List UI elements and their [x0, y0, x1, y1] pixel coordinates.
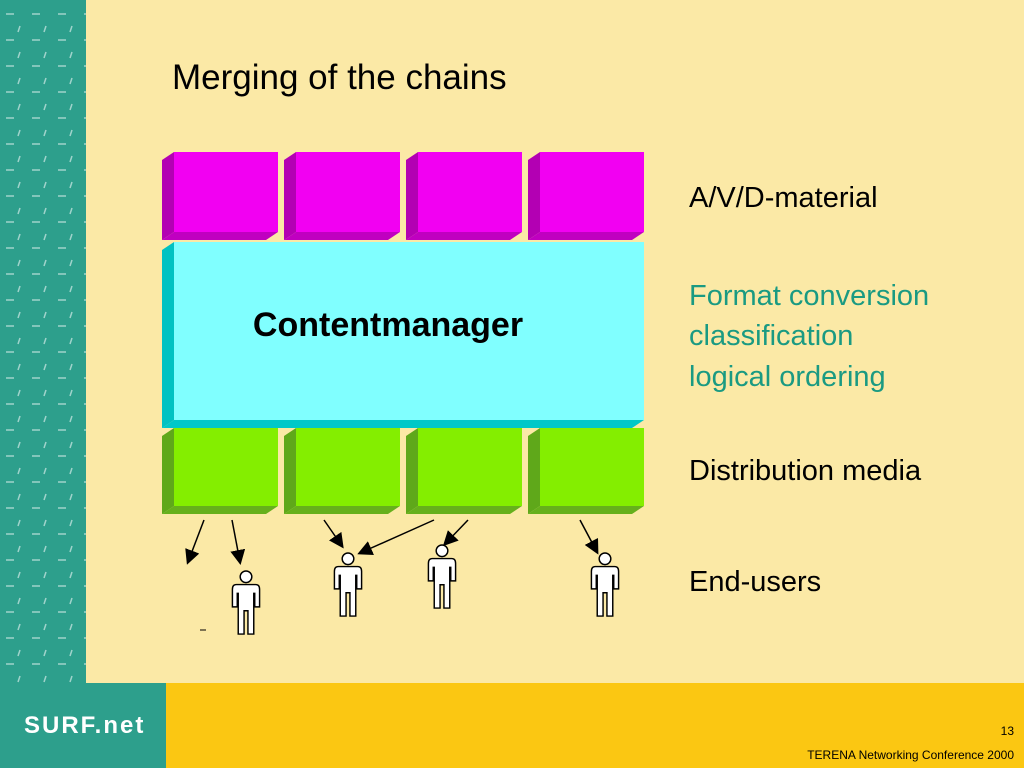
- person-icon: [231, 570, 261, 635]
- arrow-icon: [357, 519, 435, 555]
- magenta-block-2: [284, 152, 400, 240]
- arrow-icon: [323, 519, 344, 549]
- material-blocks: [162, 152, 644, 240]
- label-format-conversion: Format conversion: [689, 280, 930, 312]
- arrow-icon: [185, 519, 205, 565]
- contentmanager-label: Contentmanager: [252, 306, 524, 344]
- magenta-block-3: [406, 152, 522, 240]
- footer-band: [166, 683, 1024, 768]
- green-block-2: [284, 428, 400, 514]
- person-icon: [333, 552, 363, 617]
- surfnet-logo: SURF.net: [24, 712, 146, 739]
- contentmanager-box: [162, 242, 644, 428]
- distribution-blocks: [162, 428, 644, 514]
- conference-name: TERENA Networking Conference 2000: [807, 748, 1014, 762]
- arrow-icon: [442, 519, 469, 547]
- label-classification: classification: [689, 320, 854, 352]
- person-icon: [427, 544, 457, 609]
- green-block-1: [162, 428, 278, 514]
- label-end-users: End-users: [689, 566, 822, 598]
- magenta-block-1: [162, 152, 278, 240]
- green-block-4: [528, 428, 644, 514]
- arrow-icon: [579, 519, 599, 555]
- label-distribution: Distribution media: [689, 455, 922, 487]
- logo-band: [0, 683, 166, 768]
- slide-title: Merging of the chains: [172, 58, 507, 97]
- label-logical-ordering: logical ordering: [689, 361, 886, 393]
- magenta-block-4: [528, 152, 644, 240]
- distribution-arrows: [185, 519, 599, 565]
- arrow-icon: [230, 519, 246, 565]
- person-icon: [590, 552, 620, 617]
- label-material: A/V/D-material: [689, 182, 878, 214]
- green-block-3: [406, 428, 522, 514]
- page-number: 13: [1000, 724, 1014, 738]
